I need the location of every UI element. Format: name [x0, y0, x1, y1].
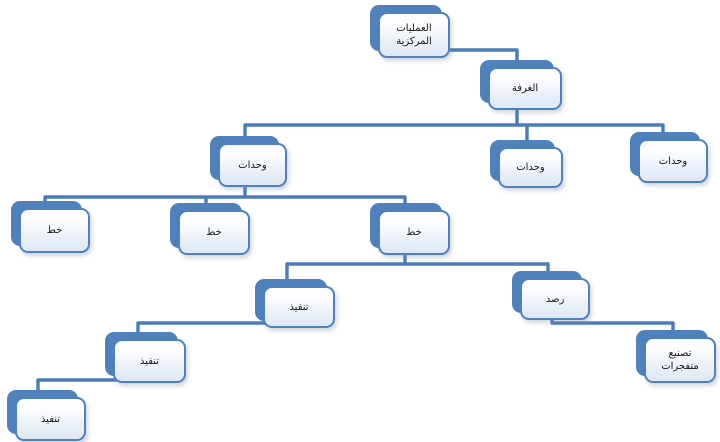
node-box: وحدات — [638, 139, 708, 183]
org-node-execution-1: تنفيذ — [255, 279, 335, 328]
node-box: تصنيع متفجرات — [644, 337, 716, 383]
connector-line-3-bus — [285, 262, 550, 283]
node-label: خط — [406, 227, 422, 238]
node-box: تنفيذ — [113, 339, 186, 383]
node-label: تصنيع متفجرات — [661, 348, 699, 372]
org-node-line-2: خط — [170, 203, 250, 255]
node-box: تنفيذ — [15, 397, 86, 441]
node-box: خط — [178, 210, 250, 255]
org-node-execution-3: تنفيذ — [7, 390, 86, 441]
node-box: وحدات — [498, 147, 563, 188]
org-node-line-1: خط — [11, 201, 90, 253]
node-box: العمليات المركزية — [378, 12, 450, 58]
org-node-room: الغرفة — [480, 60, 562, 110]
org-node-execution-2: تنفيذ — [105, 332, 186, 383]
node-label: تنفيذ — [289, 301, 309, 313]
node-box: وحدات — [218, 143, 287, 187]
node-label: تنفيذ — [139, 355, 160, 367]
node-label: رصد — [545, 293, 565, 305]
node-box: تنفيذ — [263, 286, 335, 328]
org-node-explosives-manufacturing: تصنيع متفجرات — [636, 330, 716, 383]
node-label: وحدات — [516, 162, 545, 173]
org-node-central-operations: العمليات المركزية — [370, 5, 450, 58]
connector-execution-1-to-execution-2 — [136, 321, 266, 336]
node-label: خط — [46, 225, 63, 236]
org-node-units-1: وحدات — [210, 136, 287, 187]
node-label: خط — [206, 227, 222, 238]
node-box: رصد — [520, 278, 590, 320]
org-node-line-3: خط — [370, 203, 450, 255]
connector-execution-2-to-execution-3 — [36, 378, 117, 394]
node-label: وحدات — [658, 155, 688, 167]
connector-units-bus — [243, 123, 665, 139]
org-node-monitoring: رصد — [512, 271, 590, 320]
node-label: العمليات المركزية — [396, 23, 432, 47]
node-box: خط — [19, 208, 90, 253]
node-label: وحدات — [238, 159, 267, 171]
org-node-units-2: وحدات — [490, 140, 563, 188]
node-label: الغرفة — [511, 83, 539, 94]
node-label: تنفيذ — [40, 413, 61, 425]
node-box: خط — [378, 210, 450, 255]
org-node-units-3: وحدات — [630, 132, 708, 183]
node-box: الغرفة — [488, 67, 562, 110]
